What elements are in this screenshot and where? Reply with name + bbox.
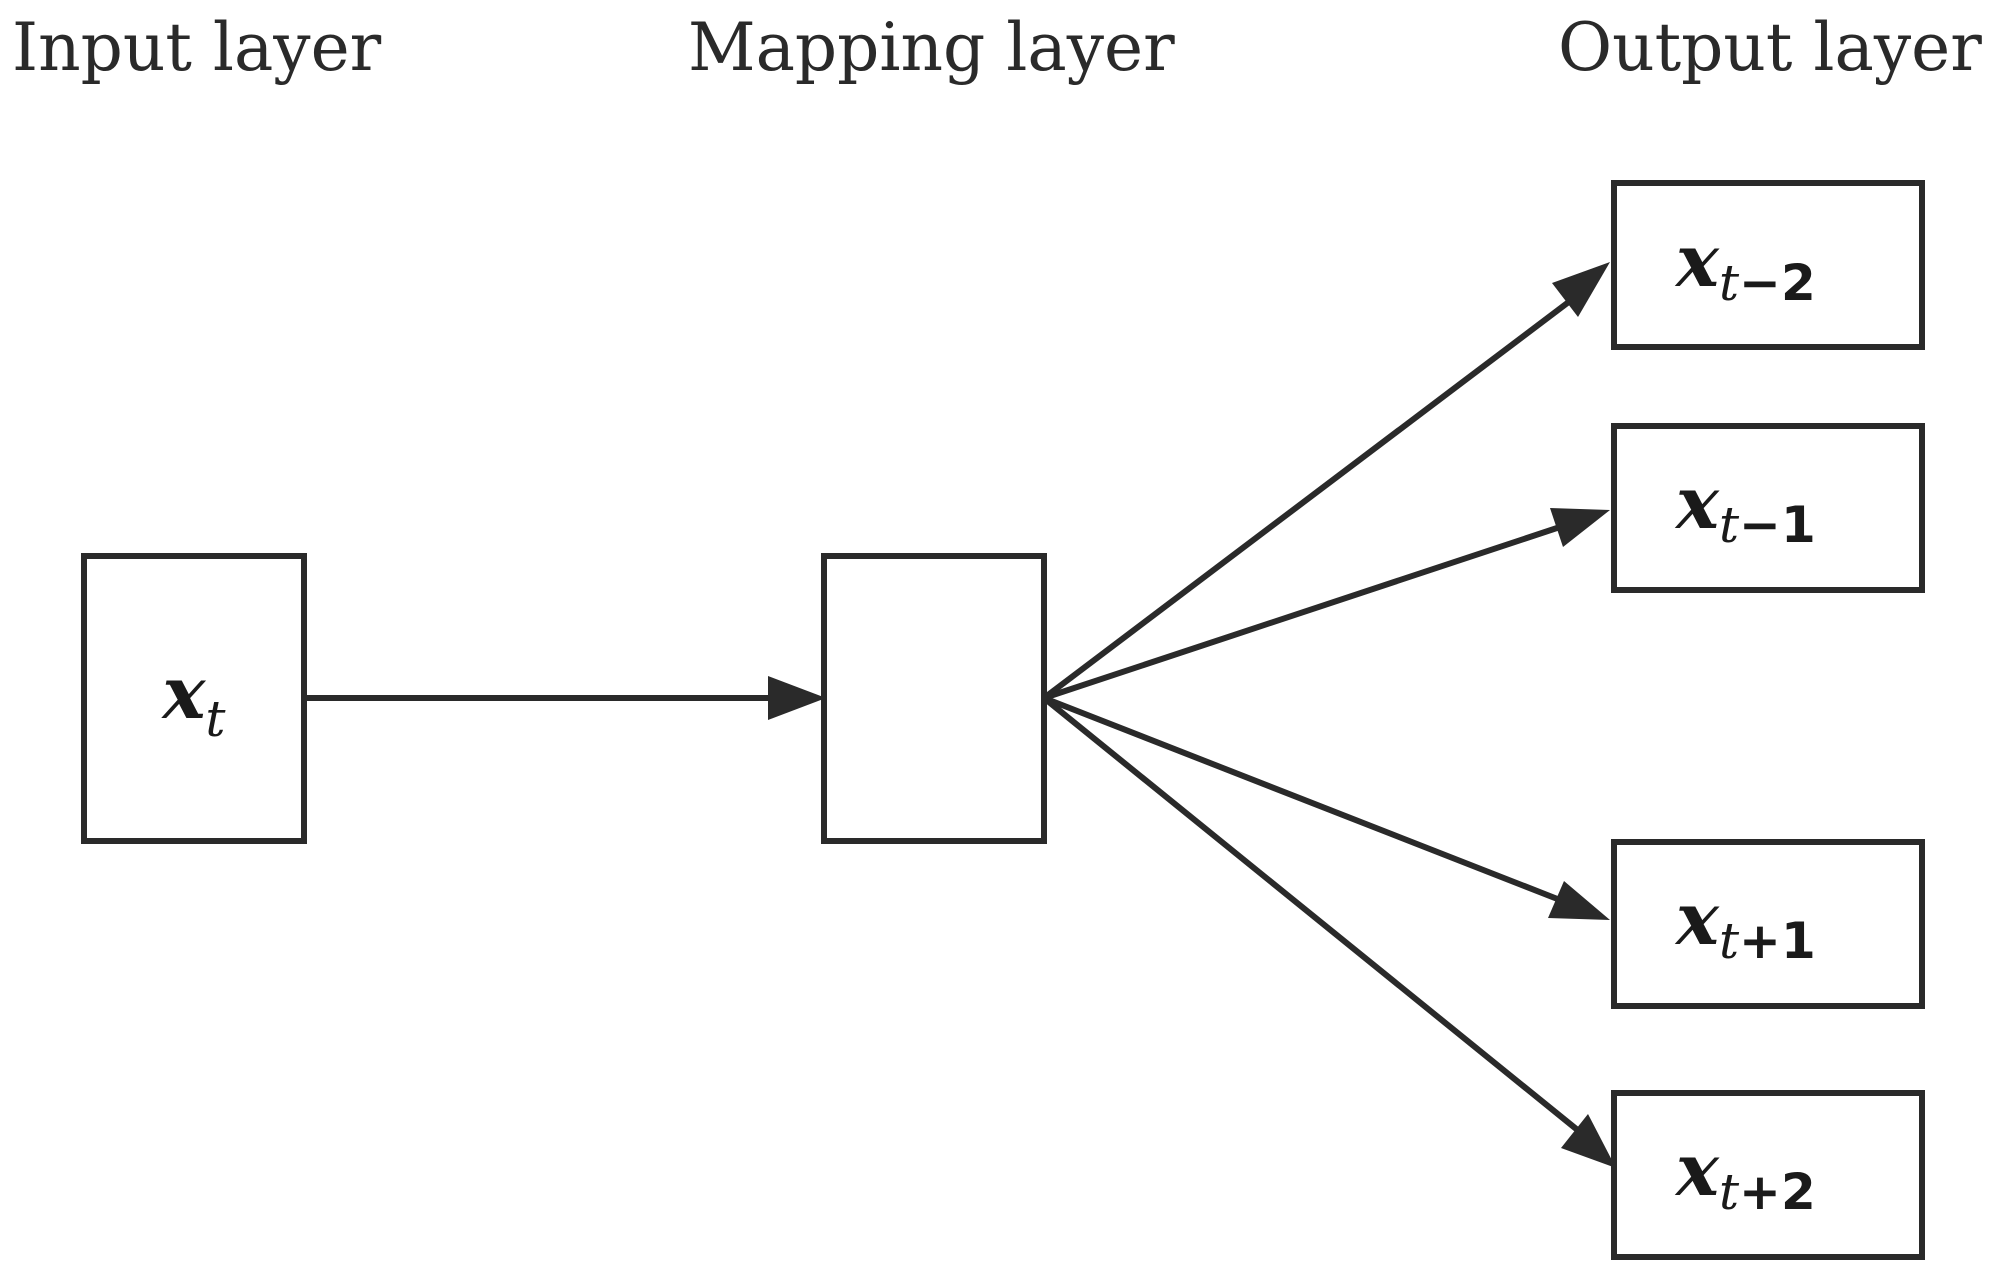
output-layer-title: Output layer bbox=[1558, 9, 1982, 86]
output-node-3-label: xt+2 bbox=[1674, 1127, 1816, 1221]
edge-mapping-to-output-2 bbox=[1042, 695, 1562, 903]
input-node-label: xt bbox=[160, 650, 226, 748]
arrowhead-mapping-to-output-3 bbox=[1561, 1114, 1616, 1168]
arrowhead-input-to-mapping bbox=[768, 676, 826, 720]
edges bbox=[305, 262, 1616, 1168]
output-node-0: xt−2 bbox=[1611, 180, 1925, 350]
output-node-1-label: xt−1 bbox=[1674, 460, 1816, 554]
output-node-1: xt−1 bbox=[1611, 423, 1925, 593]
mapping-node bbox=[821, 553, 1047, 844]
input-layer-title: Input layer bbox=[12, 9, 382, 86]
output-node-2: xt+1 bbox=[1611, 839, 1925, 1009]
arrowhead-mapping-to-output-0 bbox=[1552, 262, 1610, 317]
output-node-3: xt+2 bbox=[1611, 1090, 1925, 1260]
input-node: xt bbox=[81, 553, 307, 844]
arrowhead-mapping-to-output-2 bbox=[1548, 881, 1610, 920]
mapping-layer-title: Mapping layer bbox=[688, 9, 1175, 86]
arrowhead-mapping-to-output-1 bbox=[1550, 508, 1610, 547]
edge-mapping-to-output-1 bbox=[1043, 524, 1561, 701]
output-node-0-label: xt−2 bbox=[1674, 218, 1816, 312]
edge-mapping-to-output-3 bbox=[1042, 695, 1582, 1135]
output-node-2-label: xt+1 bbox=[1674, 876, 1816, 970]
edge-mapping-to-output-0 bbox=[1042, 298, 1572, 701]
